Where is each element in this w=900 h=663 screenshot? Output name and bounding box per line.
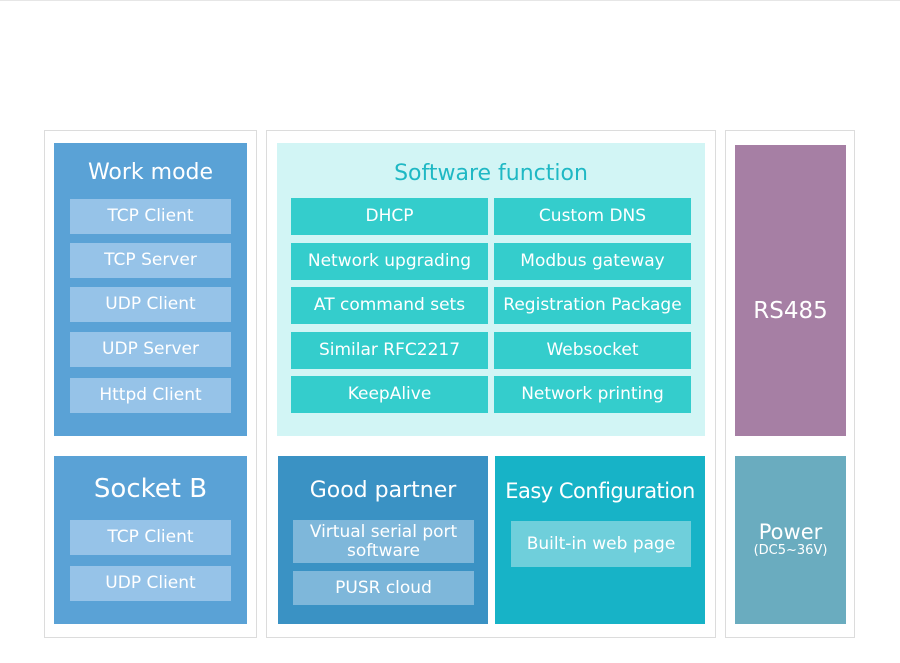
- work-mode-panel: Work mode TCP Client TCP Server UDP Clie…: [54, 143, 247, 436]
- work-mode-item: TCP Client: [70, 199, 231, 234]
- rs485-title: RS485: [753, 298, 828, 324]
- work-mode-item: Httpd Client: [70, 378, 231, 413]
- software-function-item: Custom DNS: [494, 198, 691, 235]
- top-divider: [0, 0, 900, 1]
- socket-b-panel: Socket B TCP Client UDP Client: [54, 456, 247, 624]
- socket-b-item: TCP Client: [70, 520, 231, 555]
- software-function-item: KeepAlive: [291, 376, 488, 413]
- software-function-item: AT command sets: [291, 287, 488, 324]
- software-function-title: Software function: [394, 161, 588, 186]
- easy-configuration-title: Easy Configuration: [505, 479, 695, 503]
- software-function-item: Network printing: [494, 376, 691, 413]
- easy-configuration-panel: Easy Configuration Built-in web page: [495, 456, 705, 624]
- power-panel: Power (DC5~36V): [735, 456, 846, 624]
- software-function-item: Websocket: [494, 332, 691, 369]
- work-mode-item: UDP Server: [70, 332, 231, 367]
- good-partner-item: Virtual serial port software: [293, 520, 474, 563]
- work-mode-title: Work mode: [87, 160, 214, 185]
- power-title: Power: [758, 520, 823, 544]
- software-function-panel: Software function DHCP Custom DNS Networ…: [277, 143, 705, 436]
- socket-b-title: Socket B: [93, 474, 208, 504]
- rs485-panel: RS485: [735, 145, 846, 436]
- socket-b-item: UDP Client: [70, 566, 231, 601]
- software-function-item: Registration Package: [494, 287, 691, 324]
- good-partner-title: Good partner: [309, 478, 457, 503]
- good-partner-item: PUSR cloud: [293, 571, 474, 605]
- software-function-item: Modbus gateway: [494, 243, 691, 280]
- software-function-item: Similar RFC2217: [291, 332, 488, 369]
- work-mode-item: TCP Server: [70, 243, 231, 278]
- easy-configuration-item: Built-in web page: [511, 521, 691, 567]
- software-function-item: DHCP: [291, 198, 488, 235]
- power-spec: (DC5~36V): [753, 543, 828, 558]
- good-partner-panel: Good partner Virtual serial port softwar…: [278, 456, 488, 624]
- software-function-item: Network upgrading: [291, 243, 488, 280]
- work-mode-item: UDP Client: [70, 287, 231, 322]
